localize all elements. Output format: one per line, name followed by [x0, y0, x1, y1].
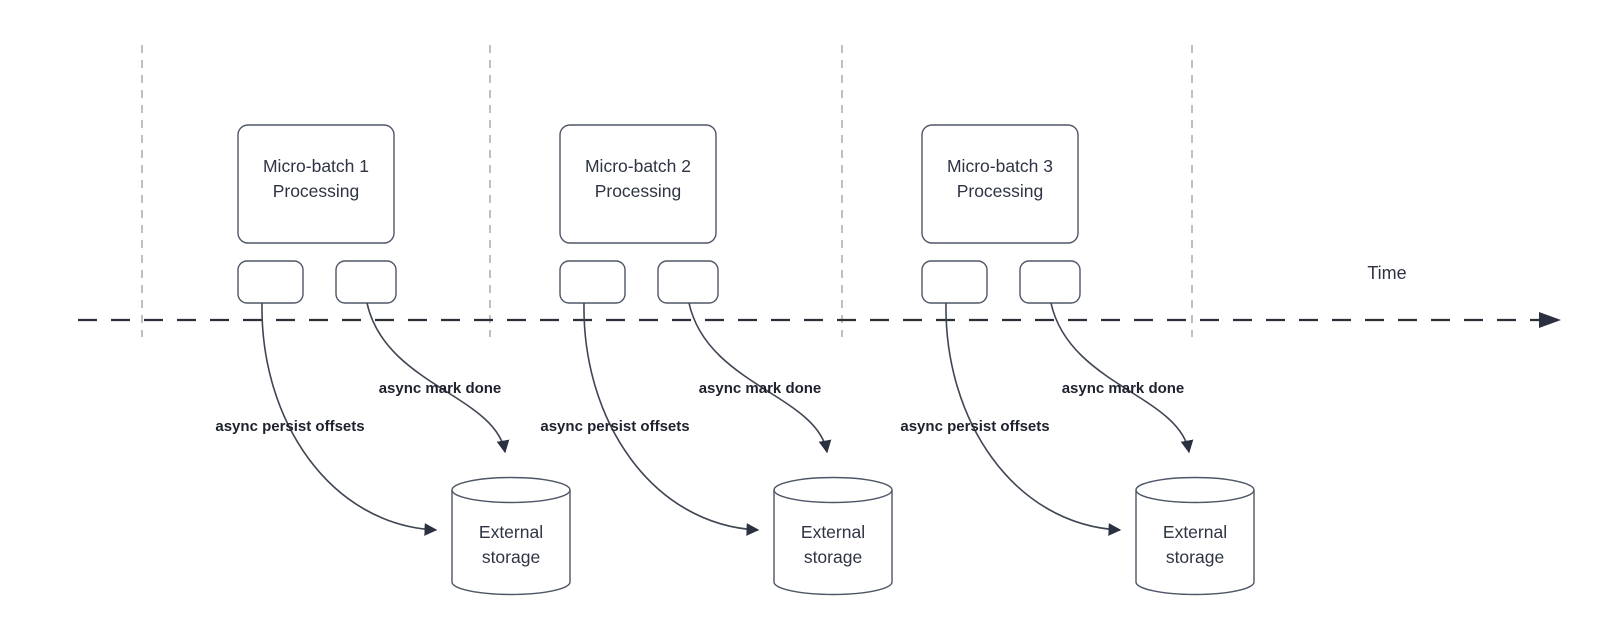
persist-offsets-arrow — [583, 302, 760, 536]
storage-label-line1: External — [801, 522, 865, 542]
persist-offsets-task-box — [559, 260, 626, 304]
mark-done-arrow — [1050, 302, 1194, 454]
batch-title-line1: Micro-batch 1 — [263, 156, 369, 176]
time-axis-label: Time — [1367, 263, 1406, 283]
batch-processing-box — [559, 124, 717, 244]
mark-done-arrow — [366, 302, 510, 454]
persist-offsets-task-box — [921, 260, 988, 304]
storage-label-line2: storage — [1166, 547, 1224, 567]
cylinder-top-ellipse — [1135, 489, 1255, 504]
batch-group-2: Micro-batch 2 Processing async persist o… — [540, 124, 893, 596]
batch-processing-box — [921, 124, 1079, 244]
batch-group-3: Micro-batch 3 Processing async persist o… — [900, 124, 1255, 596]
mark-done-arrow-label: async mark done — [699, 380, 822, 397]
batch-title-line2: Processing — [273, 181, 360, 201]
external-storage-cylinder — [451, 476, 571, 596]
mark-done-task-box — [657, 260, 719, 304]
storage-label-line2: storage — [804, 547, 862, 567]
external-storage-cylinder — [1135, 476, 1255, 596]
mark-done-arrow — [688, 302, 832, 454]
batch-title-line2: Processing — [595, 181, 682, 201]
persist-offsets-arrow-label: async persist offsets — [215, 418, 364, 435]
storage-label-line1: External — [1163, 522, 1227, 542]
persist-offsets-arrow — [945, 302, 1122, 536]
persist-offsets-arrow-label: async persist offsets — [900, 418, 1049, 435]
batch-processing-box — [237, 124, 395, 244]
persist-offsets-arrow — [261, 302, 438, 536]
batch-title-line2: Processing — [957, 181, 1044, 201]
persist-offsets-arrow-label: async persist offsets — [540, 418, 689, 435]
batch-title-line1: Micro-batch 3 — [947, 156, 1053, 176]
batch-group-1: Micro-batch 1 Processing async persist o… — [215, 124, 571, 596]
mark-done-arrow-label: async mark done — [1062, 380, 1185, 397]
mark-done-task-box — [335, 260, 397, 304]
batch-title-line1: Micro-batch 2 — [585, 156, 691, 176]
cylinder-top-ellipse — [451, 489, 571, 504]
external-storage-cylinder — [773, 476, 893, 596]
storage-label-line2: storage — [482, 547, 540, 567]
storage-label-line1: External — [479, 522, 543, 542]
persist-offsets-task-box — [237, 260, 304, 304]
cylinder-top-ellipse — [773, 489, 893, 504]
mark-done-arrow-label: async mark done — [379, 380, 502, 397]
mark-done-task-box — [1019, 260, 1081, 304]
